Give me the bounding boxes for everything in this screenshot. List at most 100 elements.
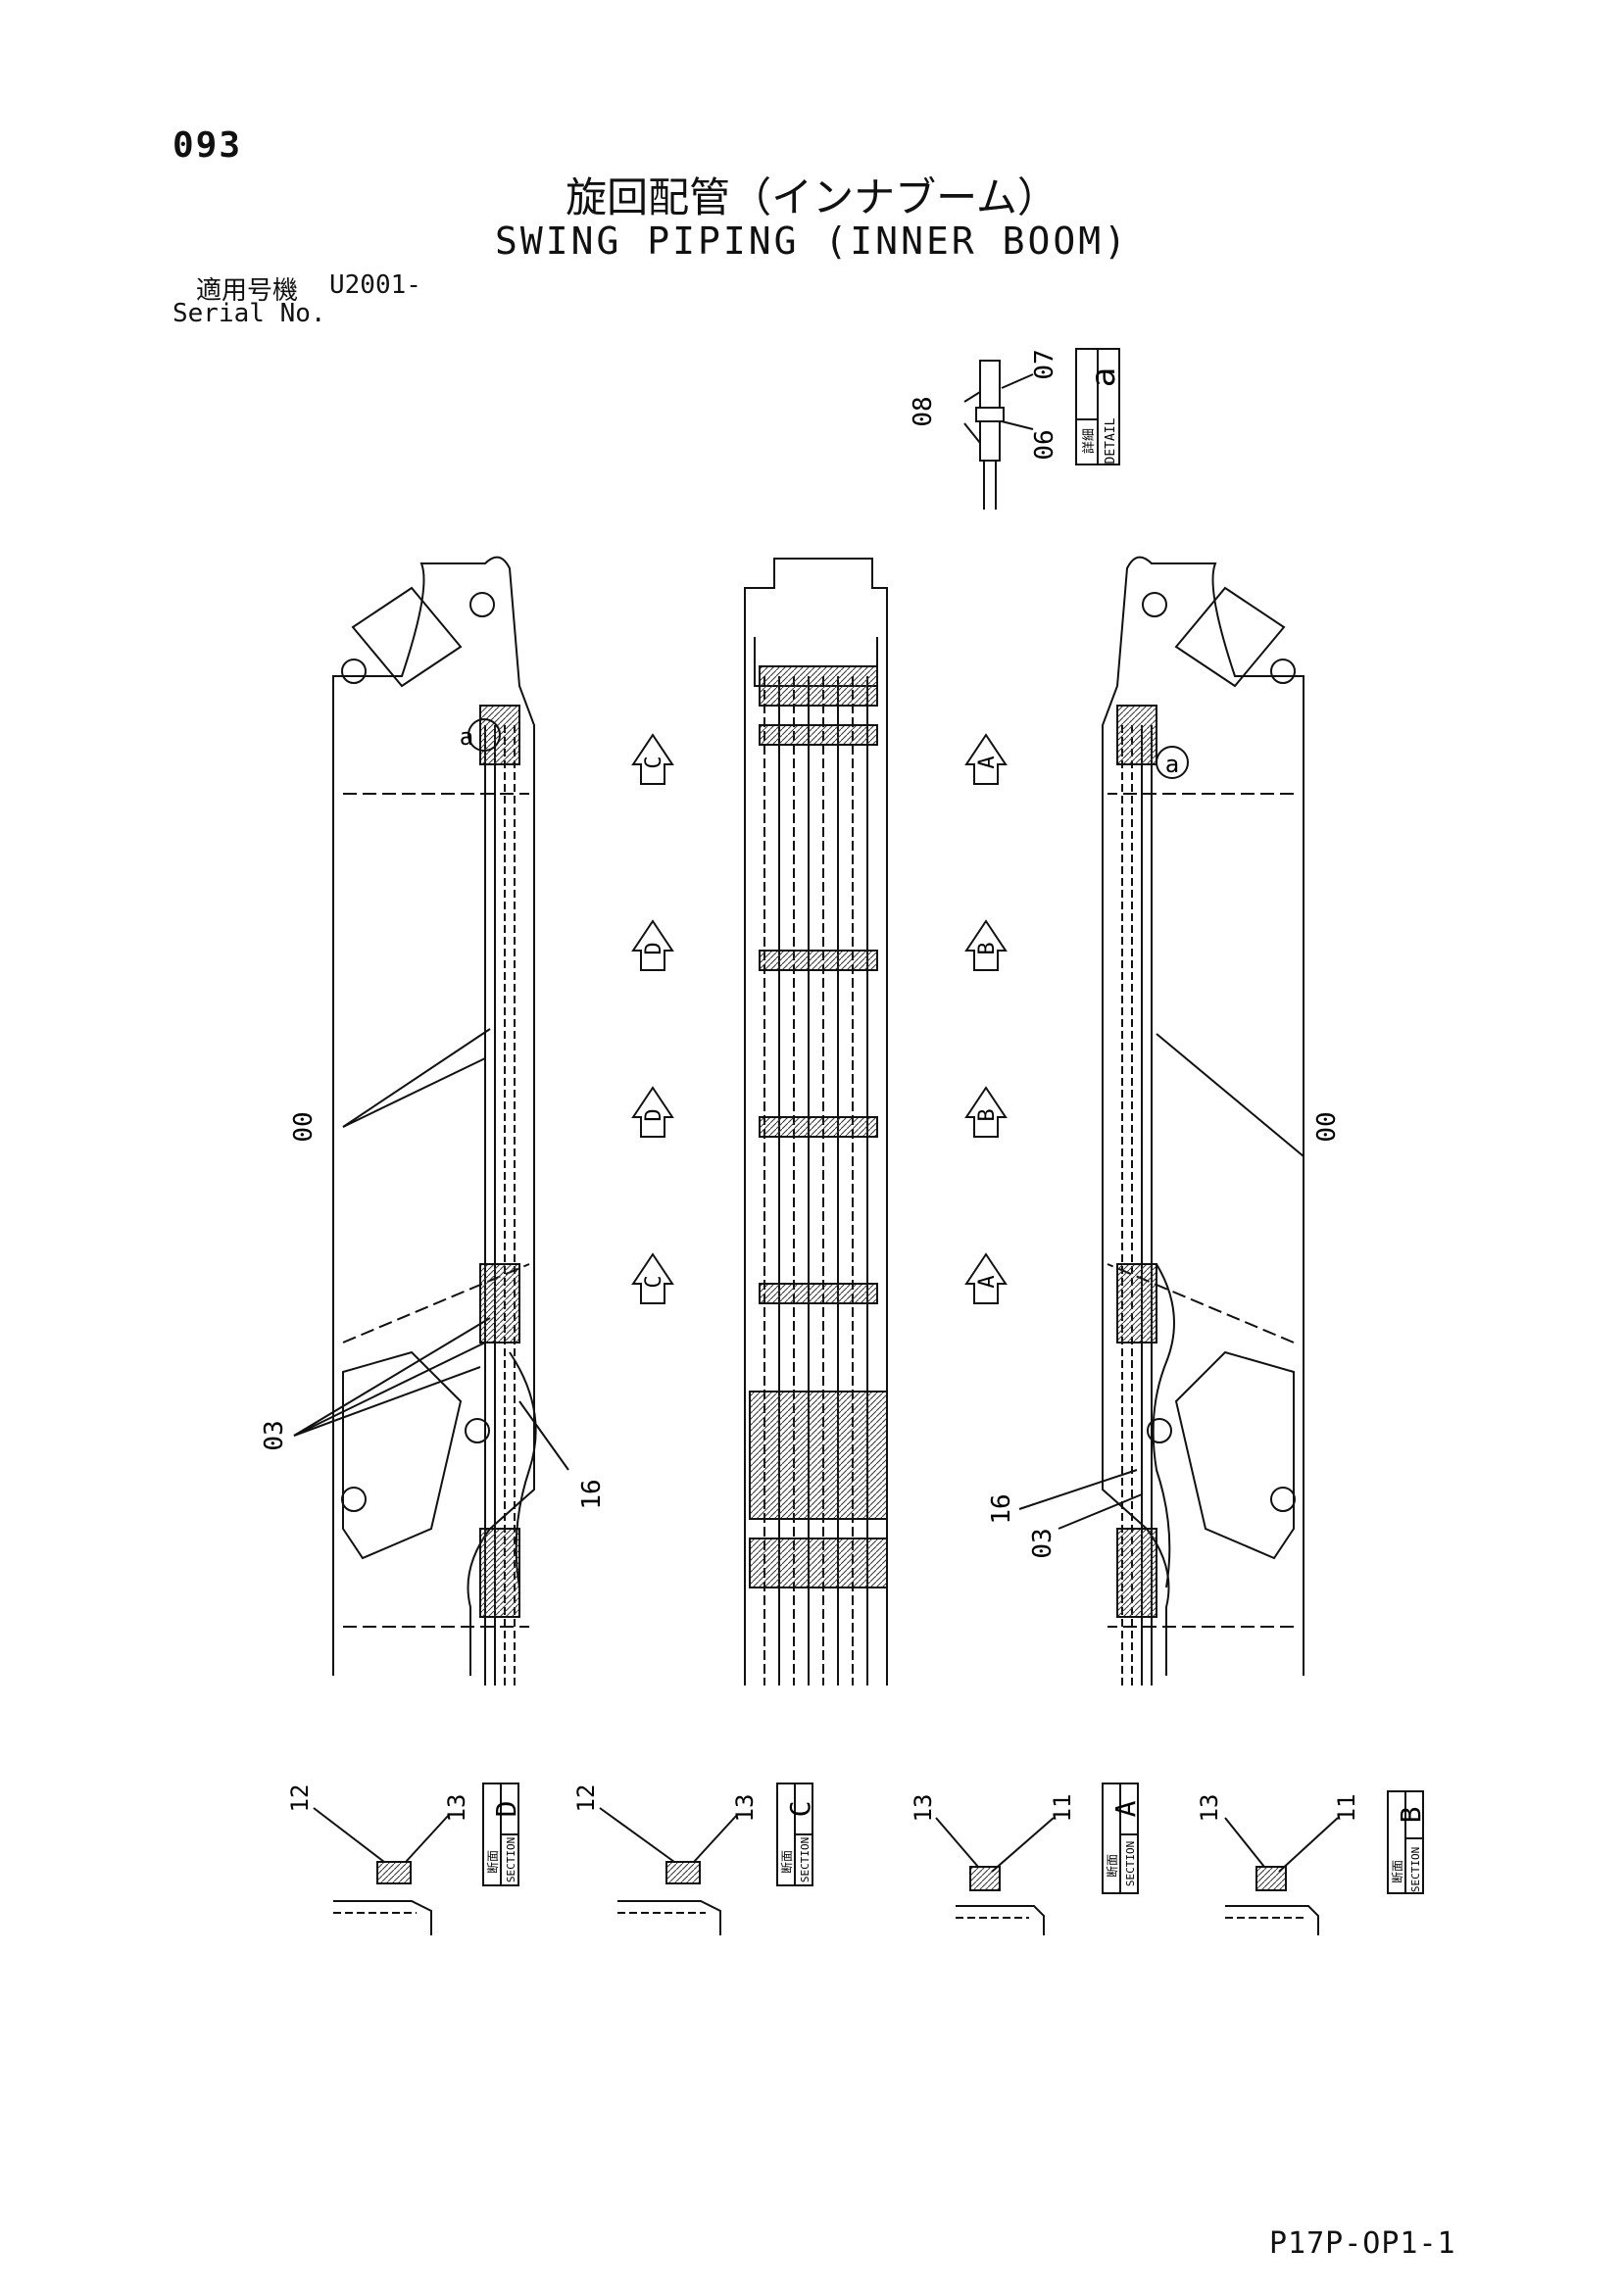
section-d-callout-12: 12 <box>286 1784 314 1813</box>
left-boom-outline <box>332 556 535 1676</box>
view-arrow-b-lower <box>964 1086 1008 1138</box>
serial-label-english: Serial No. <box>172 299 326 328</box>
right-pin-lower <box>1147 1418 1172 1443</box>
drawing-code: P17P-OP1-1 <box>1269 2226 1456 2261</box>
left-detail-marker: a <box>460 723 473 751</box>
left-boom-lower-bracket <box>342 1350 463 1560</box>
section-c-view <box>599 1783 813 1935</box>
right-hose-clamp-lower <box>1116 1528 1157 1618</box>
left-pin-top <box>469 592 495 617</box>
center-fittings-bottom <box>749 1538 888 1588</box>
right-hose-clamp-upper <box>1116 705 1157 765</box>
section-a-labels: 13 11 A 断面 SECTION <box>910 1794 1142 1887</box>
center-clamp-4 <box>759 1283 878 1304</box>
section-a-label-japanese: 断面 <box>1105 1854 1119 1878</box>
view-arrow-c-lower <box>631 1252 674 1304</box>
detail-coupling-lower <box>979 420 1001 462</box>
page-title-english: SWING PIPING (INNER BOOM) <box>495 220 1129 263</box>
section-b-label-english: SECTION <box>1409 1847 1422 1892</box>
view-marker-c-lower: C <box>642 1275 666 1288</box>
section-c-label-japanese: 断面 <box>779 1850 794 1874</box>
section-c-labels: 12 13 C 断面 SECTION <box>572 1784 816 1883</box>
detail-coupling-upper <box>979 360 1001 409</box>
left-boom-upper-bracket <box>351 586 463 688</box>
right-detail-marker: a <box>1165 751 1179 778</box>
section-c-letter: C <box>784 1801 816 1818</box>
left-callouts: 00 03 16 a <box>260 723 607 1510</box>
section-b-callout-11: 11 <box>1333 1794 1360 1823</box>
center-clamp-2 <box>759 950 878 971</box>
right-callout-16: 16 <box>987 1493 1016 1524</box>
view-marker-b-upper: B <box>975 942 1000 954</box>
section-a-letter: A <box>1109 1800 1142 1817</box>
section-c-callout-12: 12 <box>572 1784 600 1813</box>
section-d-label-english: SECTION <box>505 1837 517 1882</box>
view-arrow-a-upper <box>964 733 1008 785</box>
right-detail-circle <box>1156 746 1189 779</box>
view-direction-arrows <box>631 733 1008 1304</box>
section-b-view <box>1224 1790 1424 1935</box>
left-detail-circle <box>468 718 501 752</box>
right-boom-upper-bracket <box>1174 586 1286 688</box>
view-marker-b-lower: B <box>975 1108 1000 1121</box>
section-b-label-japanese: 断面 <box>1390 1860 1404 1883</box>
page-number: 093 <box>172 125 243 166</box>
detail-callout-08: 08 <box>909 396 938 426</box>
center-hose-bundle <box>763 676 868 1685</box>
right-pin-upper <box>1270 659 1296 684</box>
detail-label-japanese: 詳細 <box>1081 428 1097 454</box>
section-c-label-english: SECTION <box>799 1837 812 1882</box>
section-b-callout-13: 13 <box>1196 1794 1223 1823</box>
page-title-japanese: 旋回配管（インナブーム） <box>566 173 1058 221</box>
section-d-label-japanese: 断面 <box>485 1850 500 1874</box>
left-hose-curve <box>509 1351 537 1588</box>
section-a-callout-13: 13 <box>910 1794 937 1823</box>
left-pin-upper <box>341 659 367 684</box>
left-hose-clamp-middle <box>479 1263 520 1343</box>
section-a-view <box>935 1783 1139 1935</box>
center-clamp-1 <box>759 724 878 746</box>
view-arrow-c-upper <box>631 733 674 785</box>
left-hose-clamp-lower <box>479 1528 520 1618</box>
right-side-view <box>1018 556 1304 1685</box>
view-marker-d-lower: D <box>642 1108 666 1121</box>
section-a-callout-11: 11 <box>1049 1794 1076 1823</box>
center-top-view <box>744 558 888 1685</box>
right-callouts: 00 16 03 a <box>987 751 1342 1559</box>
detail-nut <box>975 407 1005 422</box>
section-d-view <box>313 1783 519 1935</box>
view-arrow-d-lower <box>631 1086 674 1138</box>
serial-label-japanese: 適用号機 <box>196 276 299 306</box>
right-hose-clamp-middle <box>1116 1263 1157 1343</box>
right-callout-03: 03 <box>1028 1528 1058 1558</box>
section-b-labels: 13 11 B 断面 SECTION <box>1196 1794 1427 1893</box>
section-c-callout-13: 13 <box>731 1794 759 1823</box>
right-callout-00: 00 <box>1312 1111 1342 1142</box>
right-hose-curve <box>1152 1263 1175 1588</box>
center-boom-outline <box>744 558 888 1685</box>
detail-callout-06: 06 <box>1030 429 1059 460</box>
center-fittings-lower <box>749 1391 888 1520</box>
detail-a-view <box>963 348 1120 510</box>
detail-a-labels: 07 08 06 a 詳細 DETAIL <box>909 349 1123 464</box>
center-clamp-3 <box>759 1116 878 1138</box>
section-b-letter: B <box>1395 1807 1427 1824</box>
view-marker-letters: C D D C A B B A <box>642 756 1000 1288</box>
detail-label-english: DETAIL <box>1104 417 1118 464</box>
view-marker-a-upper: A <box>975 756 1000 768</box>
view-arrow-b-upper <box>964 919 1008 971</box>
view-marker-d-upper: D <box>642 942 666 954</box>
left-pin-lower <box>465 1418 490 1443</box>
serial-number-value: U2001- <box>329 270 421 300</box>
right-boom-outline <box>1102 556 1304 1676</box>
detail-callout-07: 07 <box>1030 349 1059 379</box>
section-d-labels: 12 13 D 断面 SECTION <box>286 1784 522 1883</box>
left-side-view <box>293 556 569 1685</box>
left-pin-bottom <box>341 1487 367 1512</box>
right-pin-top <box>1142 592 1167 617</box>
view-arrow-d-upper <box>631 919 674 971</box>
section-d-letter: D <box>490 1801 522 1818</box>
section-d-callout-13: 13 <box>443 1794 470 1823</box>
detail-letter: a <box>1084 367 1123 387</box>
